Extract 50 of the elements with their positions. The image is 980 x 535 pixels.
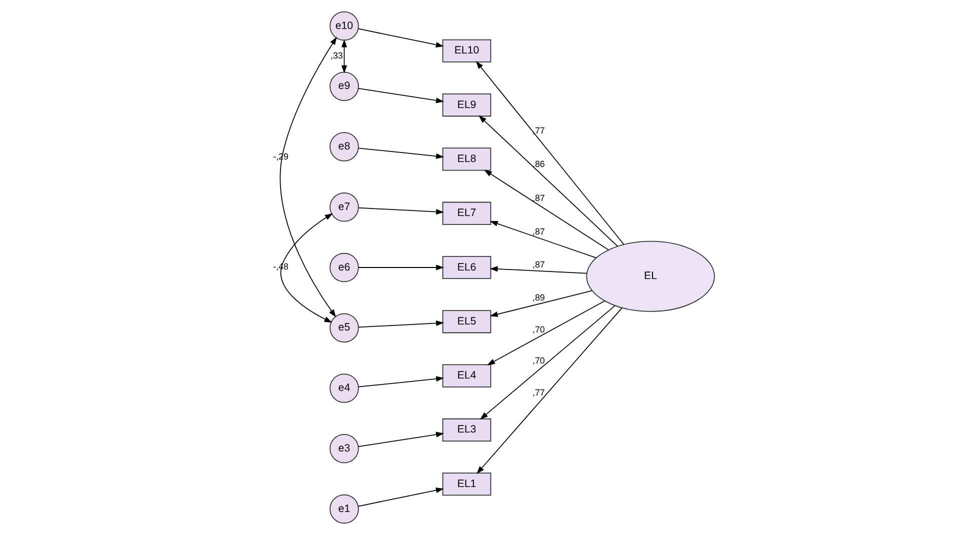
arrow <box>358 148 444 159</box>
node-box: EL1 <box>442 472 491 496</box>
edge-label: ,86 <box>532 159 544 170</box>
edge-label: ,87 <box>532 226 544 237</box>
edge-label: ,77 <box>532 125 544 136</box>
node-box: EL5 <box>442 310 491 334</box>
node-box: EL6 <box>442 256 491 280</box>
node-box: EL4 <box>442 364 491 388</box>
node-circle: e1 <box>329 494 358 524</box>
node-circle: e10 <box>329 11 358 41</box>
edge-label: ,70 <box>532 324 544 334</box>
arrow <box>358 207 444 215</box>
arrow <box>478 115 618 247</box>
arrow <box>358 432 444 447</box>
edge-label: ,33 <box>330 50 342 60</box>
node-circle: e8 <box>329 132 358 162</box>
edge-label: ,87 <box>532 192 544 203</box>
arrow <box>358 264 444 270</box>
arrow <box>357 28 444 48</box>
arrow <box>358 320 444 328</box>
arrow <box>357 488 444 507</box>
arrow <box>475 61 624 245</box>
edge-label: ,87 <box>532 260 544 270</box>
node-circle: e9 <box>329 72 358 102</box>
edge-label: ,70 <box>532 355 544 366</box>
node-circle: e4 <box>329 374 358 403</box>
arrow <box>489 220 596 258</box>
node-box: EL7 <box>442 202 491 225</box>
node-box: EL10 <box>442 39 491 62</box>
node-circle: e6 <box>329 252 358 282</box>
arrow <box>358 88 444 104</box>
arrow <box>489 290 592 317</box>
arrow <box>340 39 347 74</box>
edge-label: ,77 <box>532 387 544 398</box>
arrow <box>476 308 622 474</box>
arrow <box>480 305 615 420</box>
node-box: EL3 <box>442 418 491 442</box>
node-box: EL9 <box>442 94 491 117</box>
arrow <box>486 300 605 366</box>
node-box: EL8 <box>442 148 491 171</box>
node-circle: e3 <box>329 434 358 464</box>
node-ellipse: EL <box>586 240 714 312</box>
arrow <box>489 266 587 274</box>
edge-label: ,89 <box>532 292 544 302</box>
node-circle: e5 <box>329 313 358 343</box>
arrow <box>280 213 332 323</box>
arrow <box>483 170 608 250</box>
arrow <box>358 376 444 388</box>
arrow <box>279 36 336 318</box>
node-circle: e7 <box>329 192 358 222</box>
